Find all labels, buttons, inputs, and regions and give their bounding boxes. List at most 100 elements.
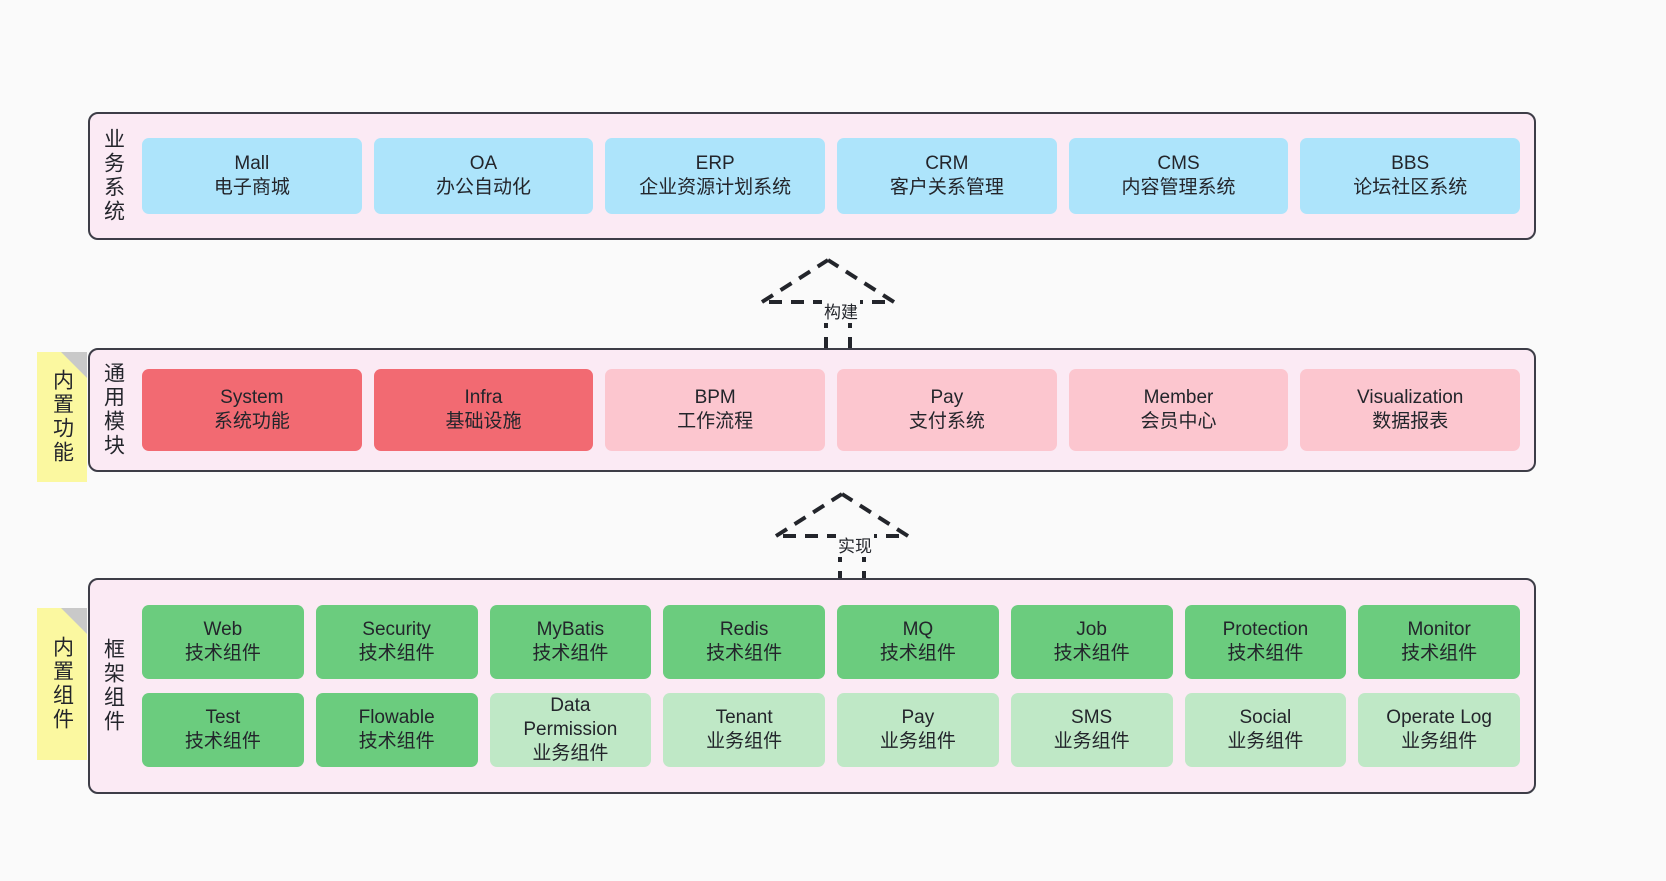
card-redis[interactable]: Redis 技术组件: [663, 605, 825, 679]
card-monitor[interactable]: Monitor 技术组件: [1358, 605, 1520, 679]
card-web[interactable]: Web 技术组件: [142, 605, 304, 679]
card-test[interactable]: Test 技术组件: [142, 693, 304, 767]
card-infra-desc: 基础设施: [445, 411, 522, 432]
note-fold-corner-icon: [61, 608, 87, 634]
card-system-desc: 系统功能: [213, 411, 290, 432]
card-pay-module[interactable]: Pay 支付系统: [837, 369, 1057, 451]
card-pay-module-desc: 支付系统: [908, 411, 985, 432]
card-security-name: Security: [362, 619, 431, 641]
card-bpm[interactable]: BPM 工作流程: [605, 369, 826, 451]
card-erp-name: ERP: [695, 153, 735, 175]
card-infra[interactable]: Infra 基础设施: [373, 369, 594, 451]
card-data-permission[interactable]: Data Permission 业务组件: [489, 693, 652, 767]
card-mybatis-name: MyBatis: [536, 619, 605, 641]
card-job-name: Job: [1076, 619, 1107, 641]
card-tenant[interactable]: Tenant 业务组件: [663, 693, 825, 767]
card-web-desc: 技术组件: [184, 643, 261, 664]
card-flowable[interactable]: Flowable 技术组件: [315, 693, 478, 767]
layer-business-systems: 业务系统 Mall 电子商城 OA 办公自动化 ERP 企业资源计划系统 CRM…: [88, 112, 1536, 240]
card-sms[interactable]: SMS 业务组件: [1010, 693, 1173, 767]
card-social-desc: 业务组件: [1227, 731, 1304, 752]
layer-title-framework-components: 框架组件: [101, 638, 125, 734]
card-security-desc: 技术组件: [358, 643, 435, 664]
card-member[interactable]: Member 会员中心: [1068, 369, 1289, 451]
layer-body-framework-components: Web 技术组件 Security 技术组件 MyBatis 技术组件 Redi…: [136, 580, 1534, 792]
card-social[interactable]: Social 业务组件: [1184, 693, 1347, 767]
card-job[interactable]: Job 技术组件: [1010, 605, 1173, 679]
card-bbs[interactable]: BBS 论坛社区系统: [1300, 138, 1521, 214]
connector-build-arrow: 构建: [758, 258, 908, 350]
card-system[interactable]: System 系统功能: [142, 369, 362, 451]
card-test-name: Test: [205, 707, 241, 729]
card-pay-component-desc: 业务组件: [879, 731, 956, 752]
layer-framework-components: 框架组件 Web 技术组件 Security 技术组件 MyBatis 技术组件…: [88, 578, 1536, 794]
card-bbs-desc: 论坛社区系统: [1353, 177, 1468, 198]
card-cms-name: CMS: [1157, 153, 1200, 175]
card-visualization-name: Visualization: [1357, 387, 1464, 409]
card-erp[interactable]: ERP 企业资源计划系统: [605, 138, 826, 214]
card-mq-desc: 技术组件: [879, 643, 956, 664]
card-bbs-name: BBS: [1391, 153, 1430, 175]
card-oa[interactable]: OA 办公自动化: [373, 138, 594, 214]
card-crm-desc: 客户关系管理: [889, 177, 1004, 198]
card-redis-name: Redis: [719, 619, 769, 641]
arrow-edge-left: [774, 492, 844, 538]
card-data-permission-name: Data: [550, 695, 591, 717]
card-mall-name: Mall: [234, 153, 270, 175]
connector-implement-label: 实现: [836, 532, 874, 557]
card-bpm-name: BPM: [694, 387, 736, 409]
card-flowable-desc: 技术组件: [358, 731, 435, 752]
card-flowable-name: Flowable: [358, 707, 435, 729]
card-tenant-name: Tenant: [715, 707, 773, 729]
card-erp-desc: 企业资源计划系统: [639, 177, 792, 198]
note-fold-corner-icon: [61, 352, 87, 378]
card-pay-module-name: Pay: [930, 387, 964, 409]
connector-implement-arrow: 实现: [772, 492, 922, 584]
card-oa-name: OA: [469, 153, 498, 175]
card-mq[interactable]: MQ 技术组件: [837, 605, 999, 679]
card-sms-desc: 业务组件: [1053, 731, 1130, 752]
layer-common-modules: 通用模块 System 系统功能 Infra 基础设施 BPM 工作流程 Pay…: [88, 348, 1536, 472]
card-mybatis[interactable]: MyBatis 技术组件: [489, 605, 652, 679]
card-test-desc: 技术组件: [184, 731, 261, 752]
card-cms-desc: 内容管理系统: [1121, 177, 1236, 198]
card-cms[interactable]: CMS 内容管理系统: [1068, 138, 1289, 214]
card-web-name: Web: [203, 619, 243, 641]
card-member-name: Member: [1143, 387, 1214, 409]
card-mybatis-desc: 技术组件: [532, 643, 609, 664]
card-visualization[interactable]: Visualization 数据报表: [1300, 369, 1521, 451]
card-infra-name: Infra: [464, 387, 503, 409]
card-protection-desc: 技术组件: [1227, 643, 1304, 664]
arrow-edge-right: [826, 258, 896, 304]
card-system-name: System: [220, 387, 284, 409]
layer-body-common-modules: System 系统功能 Infra 基础设施 BPM 工作流程 Pay 支付系统…: [136, 350, 1534, 470]
note-builtin-components: 内置组件: [37, 608, 87, 760]
card-data-permission-desc: 业务组件: [532, 742, 609, 764]
card-protection[interactable]: Protection 技术组件: [1184, 605, 1347, 679]
card-visualization-desc: 数据报表: [1372, 411, 1449, 432]
card-mq-name: MQ: [902, 619, 934, 641]
card-operate-log-desc: 业务组件: [1401, 731, 1478, 752]
card-pay-component[interactable]: Pay 业务组件: [837, 693, 999, 767]
note-builtin-features: 内置功能: [37, 352, 87, 482]
layer-title-common-modules: 通用模块: [101, 362, 125, 458]
card-sms-name: SMS: [1071, 707, 1113, 729]
card-monitor-name: Monitor: [1407, 619, 1471, 641]
card-mall[interactable]: Mall 电子商城: [142, 138, 362, 214]
card-monitor-desc: 技术组件: [1401, 643, 1478, 664]
card-bpm-desc: 工作流程: [677, 411, 754, 432]
card-security[interactable]: Security 技术组件: [315, 605, 478, 679]
arrow-edge-left: [760, 258, 830, 304]
note-builtin-features-label: 内置功能: [50, 369, 74, 465]
card-operate-log-name: Operate Log: [1386, 707, 1492, 729]
card-crm[interactable]: CRM 客户关系管理: [837, 138, 1057, 214]
card-oa-desc: 办公自动化: [436, 177, 532, 198]
card-job-desc: 技术组件: [1053, 643, 1130, 664]
card-operate-log[interactable]: Operate Log 业务组件: [1358, 693, 1520, 767]
layer-body-business-systems: Mall 电子商城 OA 办公自动化 ERP 企业资源计划系统 CRM 客户关系…: [136, 114, 1534, 238]
card-crm-name: CRM: [925, 153, 969, 175]
arrow-edge-right: [840, 492, 910, 538]
card-mall-desc: 电子商城: [213, 177, 290, 198]
card-pay-component-name: Pay: [901, 707, 935, 729]
